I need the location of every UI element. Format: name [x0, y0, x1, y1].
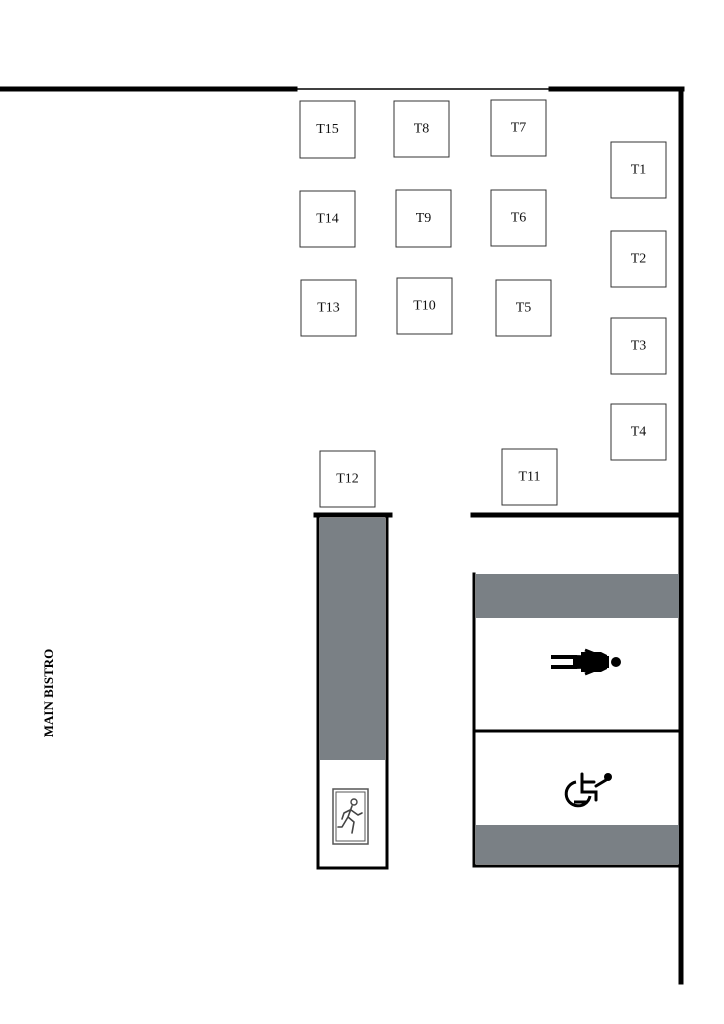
table-label: T14	[316, 212, 339, 227]
table-label: T13	[317, 301, 340, 316]
table-label: T11	[518, 470, 540, 485]
table-label: T5	[516, 301, 532, 316]
table-t11: T11	[501, 448, 558, 506]
table-label: T4	[631, 425, 647, 440]
table-outline	[396, 277, 453, 335]
table-label: T10	[413, 299, 436, 314]
exit-corridor	[316, 513, 389, 870]
table-label: T2	[631, 252, 647, 267]
table-outline	[610, 230, 667, 288]
table-t15: T15	[299, 100, 356, 159]
table-t3: T3	[610, 317, 667, 375]
table-label: T15	[316, 122, 339, 137]
table-outline	[490, 99, 547, 157]
table-outline	[490, 189, 547, 247]
table-t13: T13	[300, 279, 357, 337]
table-t7: T7	[490, 99, 547, 157]
table-outline	[501, 448, 558, 506]
table-outline	[395, 189, 452, 248]
table-t4: T4	[610, 403, 667, 461]
person-restroom-icon	[551, 648, 621, 676]
table-outline	[610, 141, 667, 199]
emergency-exit-icon	[332, 788, 369, 845]
table-t2: T2	[610, 230, 667, 288]
area-label: MAIN BISTRO	[41, 648, 56, 738]
table-outline	[610, 403, 667, 461]
table-outline	[319, 450, 376, 508]
table-label: T7	[511, 121, 527, 136]
restrooms	[472, 572, 683, 868]
table-t1: T1	[610, 141, 667, 199]
table-label: T1	[631, 163, 647, 178]
table-t5: T5	[495, 279, 552, 337]
table-outline	[300, 279, 357, 337]
table-outline	[393, 100, 450, 158]
table-label: T9	[416, 211, 432, 226]
walls	[0, 86, 685, 985]
table-outline	[299, 100, 356, 159]
restroom-fixture-bottom	[476, 825, 679, 864]
table-outline	[299, 190, 356, 248]
wheelchair-icon	[564, 772, 612, 808]
table-label: T6	[511, 211, 527, 226]
table-t9: T9	[395, 189, 452, 248]
restroom-fixture-top	[476, 574, 679, 618]
table-t6: T6	[490, 189, 547, 247]
table-t10: T10	[396, 277, 453, 335]
corridor-fixture	[320, 518, 385, 760]
table-label: T3	[631, 339, 647, 354]
table-t14: T14	[299, 190, 356, 248]
table-outline	[495, 279, 552, 337]
table-outline	[610, 317, 667, 375]
table-t12: T12	[319, 450, 376, 508]
table-t8: T8	[393, 100, 450, 158]
table-label: T8	[414, 122, 430, 137]
table-label: T12	[336, 472, 359, 487]
